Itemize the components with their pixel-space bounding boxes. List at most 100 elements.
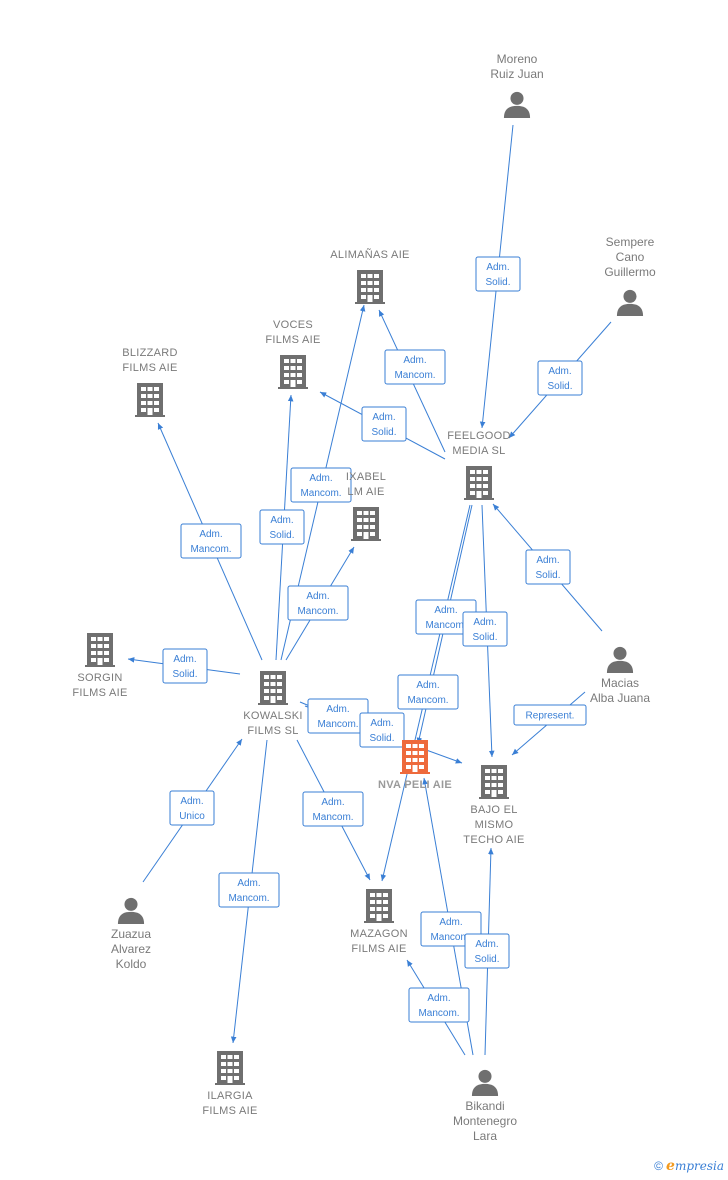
edge-label-text: Adm.: [326, 704, 349, 715]
edge-label-text: Adm.: [439, 917, 462, 928]
edge-label-box: [462, 611, 508, 647]
edge-label-text: Mancom.: [312, 812, 353, 823]
edge-label-feelgood-to-bajo[interactable]: Adm.Solid.: [462, 611, 508, 647]
node-label-line: FILMS AIE: [265, 334, 320, 346]
building-icon: [278, 355, 308, 389]
edge-label-box: [513, 704, 587, 726]
edge-label-box: [169, 790, 215, 826]
edge-label-macias-to-bajo[interactable]: Represent.: [513, 704, 587, 726]
edge-label-text: Adm.: [270, 515, 293, 526]
edge-label-text: Solid.: [535, 570, 560, 581]
edge-label-kowalski-to-bajo[interactable]: Adm.Solid.: [359, 712, 405, 748]
edge-label-macias-to-feelgood[interactable]: Adm. Solid.: [525, 549, 571, 585]
edge-label-text: Represent.: [526, 711, 575, 722]
person-icon: [471, 1069, 499, 1096]
node-label-line: Alba Juana: [590, 691, 650, 705]
node-label-line: NVA PELI AIE: [378, 779, 452, 791]
edge-label-text: Mancom.: [190, 544, 231, 555]
edge-label-zuazua-to-kowalski[interactable]: Adm.Unico: [169, 790, 215, 826]
edge-label-text: Solid.: [269, 530, 294, 541]
brand-initial: e: [666, 1158, 675, 1174]
node-label-line: FILMS AIE: [202, 1105, 257, 1117]
edge-label-kowalski-to-sorgin[interactable]: Adm.Solid.: [162, 648, 208, 684]
edge-label-kowalski-to-mazagon[interactable]: Adm.Mancom.: [302, 791, 364, 827]
edge-label-kowalski-to-ilargia[interactable]: Adm. Mancom.: [218, 872, 280, 908]
edge-label-text: Solid.: [474, 954, 499, 965]
node-label-line: Moreno: [497, 52, 538, 66]
copyright-symbol: ©: [654, 1159, 664, 1173]
edge-label-kowalski-to-blizzard[interactable]: Adm. Mancom.: [180, 523, 242, 559]
edge-label-text: Solid.: [547, 381, 572, 392]
edge-label-text: Adm.: [237, 878, 260, 889]
node-label-line: Lara: [473, 1129, 497, 1143]
edge-label-text: Mancom.: [394, 370, 435, 381]
node-sorgin[interactable]: SORGIN FILMS AIE: [72, 633, 127, 699]
node-label-line: Macias: [601, 676, 639, 690]
edge-labels-layer: Adm. Solid. Adm. Solid. Adm. Mancom. Adm. Solid…: [162, 256, 587, 1023]
edge-label-text: Mancom.: [407, 695, 448, 706]
node-label-line: TECHO AIE: [463, 834, 524, 846]
edge-label-box: [218, 872, 280, 908]
edge-label-feelgood-to-mazagon[interactable]: Adm. Mancom.: [397, 674, 459, 710]
node-label-line: Guillermo: [604, 265, 656, 279]
node-label-line: FILMS AIE: [72, 687, 127, 699]
node-label-line: LM AIE: [347, 486, 384, 498]
node-label-line: Cano: [616, 250, 645, 264]
brand-name: mpresia: [674, 1159, 724, 1173]
edge-label-kowalski-to-nvapeli[interactable]: Adm. Mancom.: [307, 698, 369, 734]
edge-label-text: Adm.: [403, 355, 426, 366]
building-icon: [215, 1051, 245, 1085]
building-icon: [355, 270, 385, 304]
edge-label-text: Adm.: [473, 617, 496, 628]
edge-label-kowalski-to-ixabel[interactable]: Adm.Mancom.: [287, 585, 349, 621]
edge-label-text: Solid.: [371, 427, 396, 438]
node-label-line: ILARGIA: [207, 1090, 253, 1102]
node-nvapeli[interactable]: NVA PELI AIE: [378, 740, 452, 791]
edge-label-text: Adm.: [199, 529, 222, 540]
node-label-line: FILMS AIE: [122, 362, 177, 374]
node-label-line: Koldo: [116, 957, 147, 971]
edge-label-box: [408, 987, 470, 1023]
node-label-line: Ruiz Juan: [490, 67, 543, 81]
brand-footer[interactable]: ©empresia: [654, 1158, 724, 1174]
building-icon: [135, 383, 165, 417]
node-label-line: FILMS AIE: [351, 943, 406, 955]
person-icon: [503, 91, 531, 118]
edge-label-text: Adm.: [536, 555, 559, 566]
edge-label-box: [180, 523, 242, 559]
edge-label-kowalski-to-alimanas[interactable]: Adm.Mancom.: [290, 467, 352, 503]
edge-label-box: [290, 467, 352, 503]
edge-label-box: [361, 406, 407, 442]
edge-label-box: [525, 549, 571, 585]
edge-label-moreno-to-feelgood[interactable]: Adm.Solid.: [475, 256, 521, 292]
edge-label-bikandi-to-bajo[interactable]: Adm.Solid.: [464, 933, 510, 969]
node-label-line: Bikandi: [465, 1099, 504, 1113]
edge-label-text: Adm.: [416, 680, 439, 691]
edge-label-box: [359, 712, 405, 748]
edge-label-feelgood-to-voces[interactable]: Adm.Solid.: [361, 406, 407, 442]
edge-label-text: Adm.: [434, 605, 457, 616]
edge-label-bikandi-to-mazagon[interactable]: Adm.Mancom.: [408, 987, 470, 1023]
edge-label-kowalski-to-voces[interactable]: Adm. Solid.: [259, 509, 305, 545]
edge-label-text: Mancom.: [228, 893, 269, 904]
node-label-line: Zuazua: [111, 927, 151, 941]
node-alimanas[interactable]: ALIMAÑAS AIE: [330, 248, 409, 304]
edge-label-text: Mancom.: [317, 719, 358, 730]
node-label-line: SORGIN: [77, 672, 122, 684]
edge-label-box: [537, 360, 583, 396]
edge-label-feelgood-to-alimanas[interactable]: Adm. Mancom.: [384, 349, 446, 385]
node-ilargia[interactable]: ILARGIA FILMS AIE: [202, 1051, 257, 1117]
edge-label-sempere-to-feelgood[interactable]: Adm.Solid.: [537, 360, 583, 396]
